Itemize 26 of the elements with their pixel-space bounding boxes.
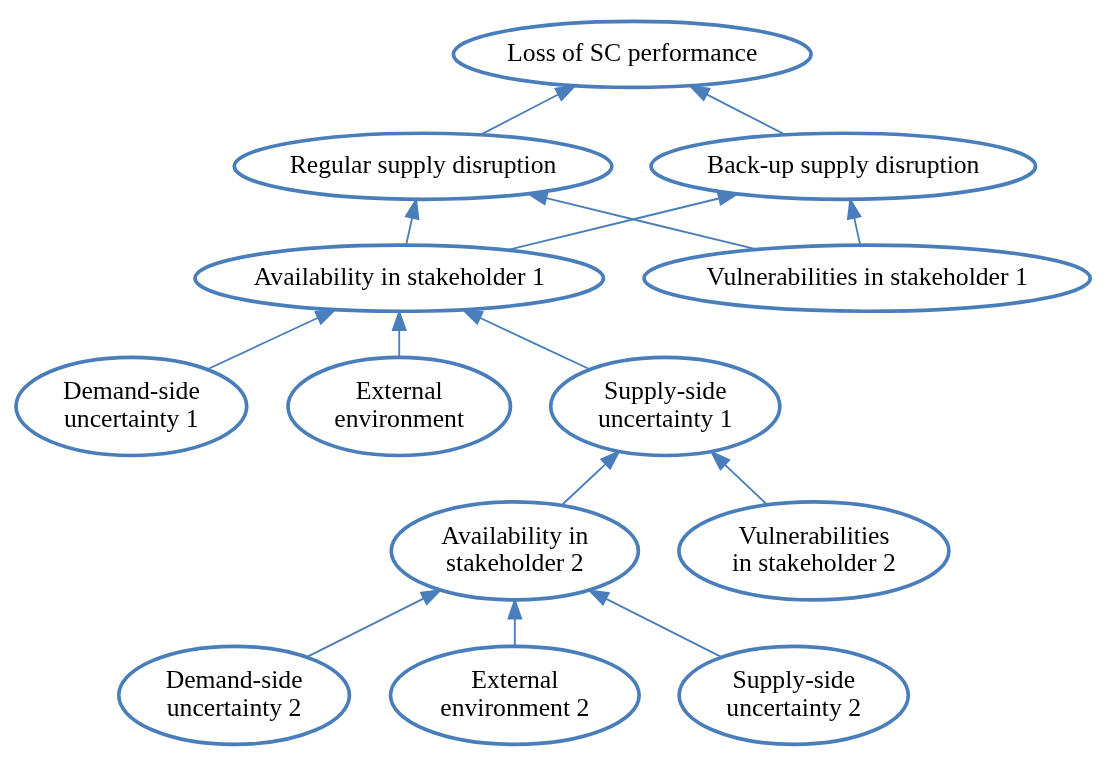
node-ellipse: Vulnerabilities in stakeholder 1 [642,243,1093,314]
arrow [709,450,768,506]
arrow [206,308,338,371]
arrow [846,197,862,246]
arrow [460,308,591,371]
node-ellipse: Demand-side uncertainty 1 [14,355,249,458]
arrow [687,84,786,136]
node-ellipse: Supply-side uncertainty 2 [677,644,911,747]
arrow [560,449,622,507]
arrow [391,308,407,358]
arrow [507,597,523,647]
node-ellipse: Demand-side uncertainty 2 [116,644,352,747]
node-ellipse: Vulnerabilities in stakeholder 2 [677,500,951,602]
node-ellipse: Loss of SC performance [451,19,813,90]
arrow [506,191,740,251]
node-ellipse: Back-up supply disruption [649,131,1038,202]
node-ellipse: Availability in stakeholder 1 [193,243,606,314]
node-ellipse: External environment 2 [388,644,641,747]
node-ellipse: External environment [286,355,513,458]
node-ellipse: Availability in stakeholder 2 [389,500,641,602]
arrow [479,84,578,136]
arrow [306,588,443,658]
node-ellipse: Supply-side uncertainty 1 [548,355,782,458]
node-ellipse: Regular supply disruption [232,131,614,202]
arrow [586,589,723,658]
arrow [404,197,420,246]
